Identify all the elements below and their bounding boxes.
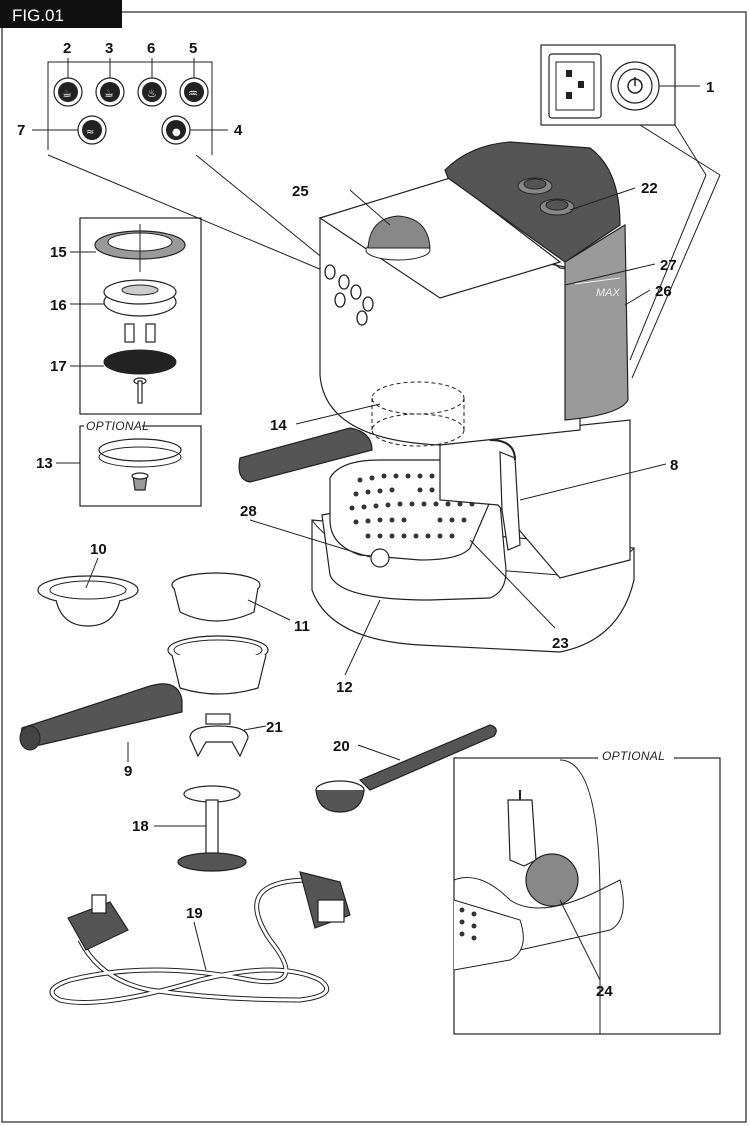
button-water-drop: ● (161, 115, 191, 145)
top-lid (318, 177, 562, 299)
button-double-coffee: ☕ (95, 77, 125, 107)
callout-12: 12 (336, 679, 353, 696)
espresso-machine: MAX (238, 141, 667, 676)
callout-21: 21 (266, 719, 283, 736)
callout-25: 25 (292, 183, 309, 200)
filter-basket-single (37, 557, 139, 627)
steam-knob (365, 215, 431, 261)
callout-10: 10 (90, 541, 107, 558)
button-single-coffee: ☕ (53, 77, 83, 107)
measuring-scoop (315, 724, 497, 813)
figure-label: FIG.01 (12, 6, 64, 25)
callout-15: 15 (50, 244, 67, 261)
svg-text:♒: ♒ (188, 87, 198, 100)
callout-27: 27 (660, 257, 677, 274)
svg-text:≈: ≈ (86, 127, 94, 138)
filter-basket-double (171, 572, 291, 622)
callout-2: 2 (63, 40, 71, 57)
callout-11: 11 (294, 618, 310, 635)
optional-label-13: OPTIONAL (86, 419, 149, 433)
callout-13: 13 (36, 455, 53, 472)
power-cord (49, 871, 351, 1005)
callout-19: 19 (186, 905, 203, 922)
shower-holder (103, 279, 177, 317)
power-panel (540, 44, 721, 379)
max-mark: MAX (596, 287, 621, 299)
callout-7: 7 (17, 122, 25, 139)
svg-text:●: ● (172, 127, 181, 138)
button-steam: ♨ (137, 77, 167, 107)
callout-labels: 1 2 3 6 5 7 4 25 22 27 26 15 16 17 14 13… (17, 40, 714, 1000)
callout-17: 17 (50, 358, 67, 375)
callout-20: 20 (333, 738, 350, 755)
callout-3: 3 (105, 40, 113, 57)
filter-parts-box (70, 217, 202, 415)
callout-26: 26 (655, 283, 672, 300)
steam-tip (507, 799, 537, 867)
svg-text:☕: ☕ (62, 87, 72, 100)
callout-8: 8 (670, 457, 678, 474)
callout-23: 23 (552, 635, 569, 652)
callout-16: 16 (50, 297, 67, 314)
callout-24: 24 (596, 983, 613, 1000)
milk-frother (525, 853, 579, 907)
callout-4: 4 (234, 122, 243, 139)
svg-text:♨: ♨ (147, 87, 157, 100)
callout-22: 22 (641, 180, 658, 197)
float-indicator (370, 548, 390, 568)
optional-part-13-box: OPTIONAL (56, 419, 202, 507)
callout-9: 9 (124, 763, 132, 780)
button-hot-water: ♒ (179, 77, 209, 107)
control-panel-group: ☕ ☕ ♨ ♒ ≈ ● (32, 58, 336, 271)
callout-6: 6 (147, 40, 155, 57)
shower-screen (103, 349, 177, 375)
button-descale: ≈ (77, 115, 107, 145)
screws (124, 323, 156, 343)
callout-28: 28 (240, 503, 257, 520)
portafilter-handle-mounted (238, 427, 373, 483)
portafilter (19, 635, 269, 762)
screw-small (133, 377, 147, 404)
optional-part-24-box: OPTIONAL (453, 749, 721, 1035)
callout-18: 18 (132, 818, 149, 835)
figure-frame (1, 11, 747, 1123)
spout (189, 713, 267, 758)
tamper (154, 785, 247, 872)
callout-14: 14 (270, 417, 287, 434)
svg-text:☕: ☕ (104, 87, 114, 100)
optional-label-24: OPTIONAL (602, 749, 665, 763)
drip-grid-holes (349, 473, 483, 539)
cup-warmer (444, 141, 621, 263)
front-buttons (324, 264, 374, 326)
callout-1: 1 (706, 79, 714, 96)
callout-5: 5 (189, 40, 197, 57)
figure-tab: FIG.01 (0, 0, 122, 28)
steam-wand (499, 451, 521, 551)
